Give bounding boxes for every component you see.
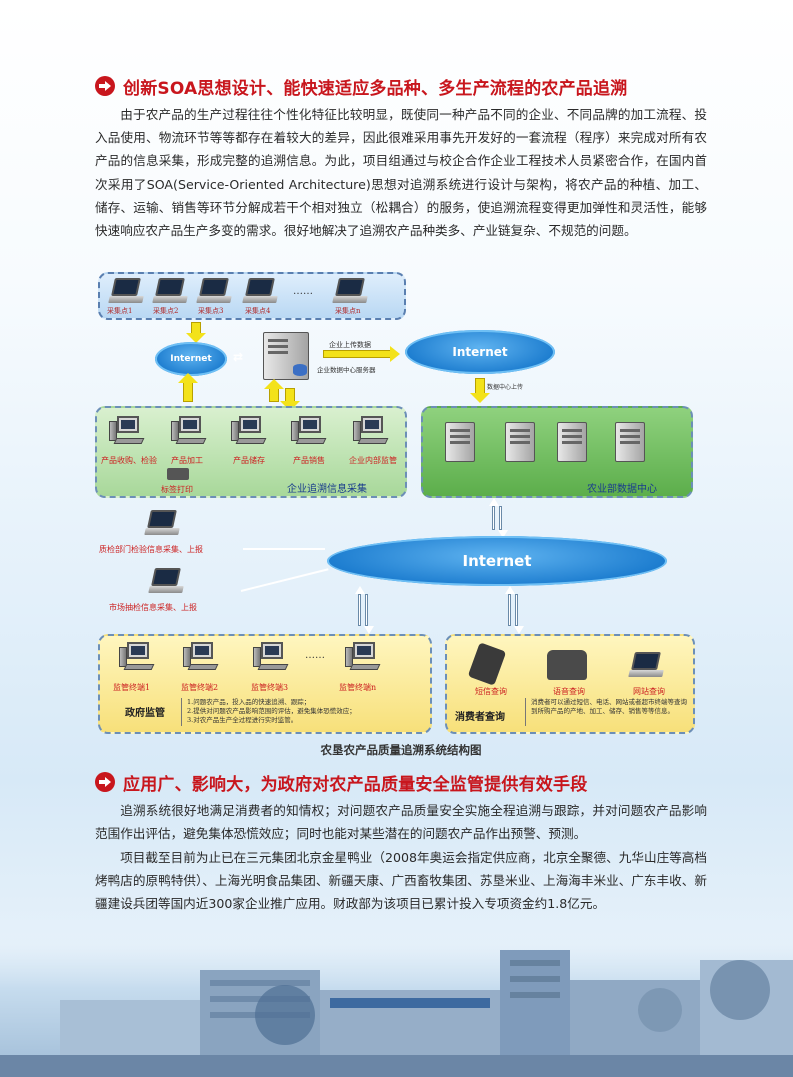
computer-icon	[183, 642, 219, 676]
gov-notes: 1.问题农产品，投入品的快速追溯、跟踪； 2.提供对问题农产品影响范围的评估，避…	[187, 698, 427, 725]
diagram-caption: 农垦农产品质量追溯系统结构图	[320, 743, 482, 757]
laptop-icon	[144, 510, 180, 538]
computer-icon	[253, 642, 289, 676]
section2-paragraph-1: 追溯系统很好地满足消费者的知情权；对问题农产品质量安全实施全程追溯与跟踪，并对问…	[95, 803, 707, 842]
printer-icon	[167, 468, 189, 480]
server-icon	[615, 422, 645, 462]
bidirectional-arrow-icon	[355, 586, 374, 634]
arrow-circle-icon	[95, 76, 115, 96]
divider	[525, 698, 526, 726]
internet-cloud-left: Internet	[155, 342, 227, 376]
connector-line	[243, 548, 325, 550]
computer-icon	[291, 416, 327, 450]
section2-heading: 应用广、影响大，为政府对农产品质量安全监管提供有效手段	[95, 770, 588, 795]
server-icon	[557, 422, 587, 462]
laptop-icon	[148, 568, 184, 596]
collect-point-label: 采集点2	[153, 307, 179, 315]
gov-panel-title: 政府监管	[125, 708, 165, 719]
gov-terminal-label: 监管终端n	[339, 683, 377, 692]
enterprise-panel-title: 企业追溯信息采集	[287, 484, 367, 495]
internet-cloud-main: Internet	[327, 536, 667, 586]
campus-building-photo	[0, 930, 793, 1077]
collect-point-label: 采集点n	[335, 307, 361, 315]
consumer-note: 消费者可以通过短信、电话、网站或者超市终端等查询到所购产品的产地、加工、储存、销…	[531, 698, 687, 715]
computer-icon	[353, 416, 389, 450]
system-architecture-diagram: …… 采集点1 采集点2 采集点3 采集点4 采集点n Internet ⇄ 企…	[95, 272, 707, 762]
bidirectional-arrow-icon: ⇄	[233, 350, 244, 364]
enterprise-node-label: 企业内部监管	[349, 456, 397, 465]
gov-ellipsis: ……	[305, 650, 325, 661]
collect-ellipsis: ……	[293, 286, 313, 297]
consumer-item-label: 语音查询	[553, 687, 585, 696]
laptop-icon	[332, 278, 368, 306]
server-icon	[263, 332, 309, 380]
laptop-icon	[242, 278, 278, 306]
enterprise-node-label: 产品销售	[293, 456, 325, 465]
collect-point-label: 采集点3	[198, 307, 224, 315]
arrow-circle-icon	[95, 772, 115, 792]
quality-label: 质检部门检验信息采集、上报	[99, 545, 203, 554]
upload-label: 企业上传数据	[329, 341, 371, 349]
gov-terminal-label: 监管终端3	[251, 683, 289, 692]
computer-icon	[119, 642, 155, 676]
collect-point-label: 采集点4	[245, 307, 271, 315]
gov-note: 1.问题农产品，投入品的快速追溯、跟踪；	[187, 698, 311, 706]
connector-line	[240, 568, 329, 592]
laptop-icon	[152, 278, 188, 306]
section1-paragraph: 由于农产品的生产过程往往个性化特征比较明显，既使同一种产品不同的企业、不同品牌的…	[95, 107, 707, 239]
computer-icon	[231, 416, 267, 450]
gov-terminal-label: 监管终端2	[181, 683, 219, 692]
section1-title: 创新SOA思想设计、能快速适应多品种、多生产流程的农产品追溯	[123, 78, 628, 99]
consumer-panel-title: 消费者查询	[455, 712, 505, 723]
down-arrow-icon	[470, 378, 490, 403]
collect-point-label: 采集点1	[107, 307, 133, 315]
upload-label-2: 数据中心上传	[487, 384, 524, 391]
enterprise-node-label: 产品储存	[233, 456, 265, 465]
internet-cloud-top: Internet	[405, 330, 555, 374]
telephone-icon	[547, 650, 587, 680]
computer-icon	[109, 416, 145, 450]
ministry-panel-title: 农业部数据中心	[587, 484, 657, 495]
laptop-icon	[108, 278, 144, 306]
database-icon	[293, 364, 307, 376]
market-label: 市场抽检信息采集、上报	[109, 603, 197, 612]
bidirectional-arrow-icon	[489, 498, 508, 538]
section1-heading: 创新SOA思想设计、能快速适应多品种、多生产流程的农产品追溯	[95, 74, 628, 99]
down-arrow-icon	[280, 388, 300, 411]
gov-note: 3.对农产品生产全过程进行实时监管。	[187, 716, 298, 724]
consumer-item-label: 短信查询	[475, 687, 507, 696]
laptop-icon	[196, 278, 232, 306]
server-icon	[445, 422, 475, 462]
bidirectional-arrow-icon	[505, 586, 524, 634]
server-label: 企业数据中心服务器	[317, 366, 376, 374]
label-print-label: 标签打印	[161, 485, 193, 494]
up-arrow-icon	[264, 379, 284, 402]
server-icon	[505, 422, 535, 462]
computer-icon	[345, 642, 381, 676]
up-down-arrow-icon	[178, 373, 198, 402]
computer-icon	[171, 416, 207, 450]
gov-terminal-label: 监管终端1	[113, 683, 151, 692]
down-arrow-icon	[186, 322, 206, 343]
enterprise-node-label: 产品收购、检验	[101, 456, 157, 465]
consumer-item-label: 网站查询	[633, 687, 665, 696]
section2-paragraph-2: 项目截至目前为止已在三元集团北京金星鸭业（2008年奥运会指定供应商，北京全聚德…	[95, 850, 707, 912]
divider	[181, 698, 182, 726]
gov-note: 2.提供对问题农产品影响范围的评估，避免集体恐慌效应；	[187, 707, 356, 715]
section2-title: 应用广、影响大，为政府对农产品质量安全监管提供有效手段	[123, 774, 588, 795]
right-arrow-icon	[323, 346, 400, 362]
enterprise-node-label: 产品加工	[171, 456, 203, 465]
laptop-icon	[628, 652, 664, 680]
